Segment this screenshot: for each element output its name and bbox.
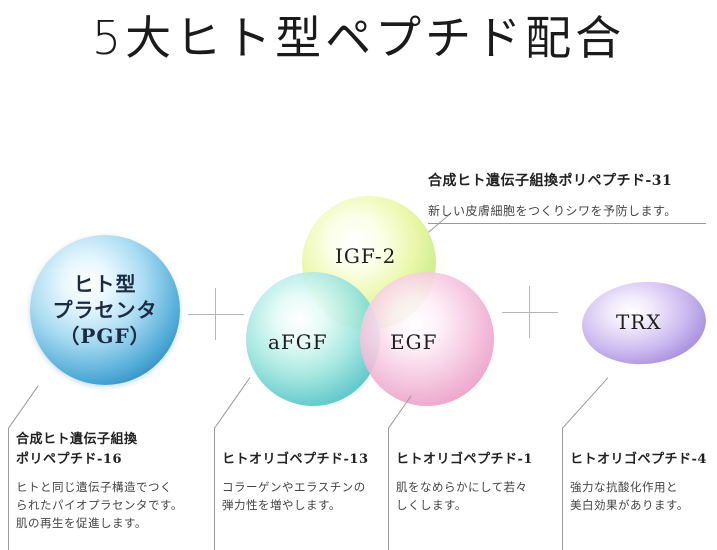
page-title: 5大ヒト型ペプチド配合 bbox=[91, 11, 626, 65]
igf-callout-heading: 合成ヒト遺伝子組換ポリペプチド-31 bbox=[428, 173, 673, 189]
igf-callout-description: 新しい皮膚細胞をつくりシワを予防します。 bbox=[428, 202, 706, 224]
afgf-label: aFGF bbox=[268, 330, 328, 354]
egf-bubble bbox=[360, 272, 494, 406]
column-description-line: 強力な抗酸化作用と bbox=[570, 480, 678, 494]
pgf-bubble: ヒト型 プラセンタ （PGF） bbox=[30, 235, 180, 385]
column-description-line: ヒトと同じ遺伝子構造でつく bbox=[16, 480, 172, 494]
column-heading: ヒトオリゴペプチド-1 bbox=[396, 450, 558, 470]
column-heading: 合成ヒト遺伝子組換 ポリペプチド-16 bbox=[16, 430, 208, 470]
plus-sign-2-horizontal bbox=[502, 312, 558, 313]
column-heading: ヒトオリゴペプチド-13 bbox=[222, 450, 386, 470]
plus-sign-1-vertical bbox=[215, 288, 216, 340]
column-divider bbox=[214, 428, 215, 550]
column-heading-line: ヒトオリゴペプチド-13 bbox=[222, 452, 369, 467]
pgf-label-line2: プラセンタ bbox=[52, 298, 158, 322]
column-description-line: 美白効果があります。 bbox=[570, 498, 689, 512]
column-description: コラーゲンやエラスチンの 弾力性を増やします。 bbox=[222, 478, 386, 514]
trx-label: TRX bbox=[616, 310, 662, 334]
column-pgf: 合成ヒト遺伝子組換 ポリペプチド-16 ヒトと同じ遺伝子構造でつく られたパイオ… bbox=[8, 428, 208, 550]
column-egf: ヒトオリゴペプチド-1 肌をなめらかにして若々 しくします。 bbox=[388, 428, 558, 550]
igf-label: IGF-2 bbox=[335, 244, 397, 268]
afgf-bubble bbox=[246, 272, 380, 406]
column-afgf: ヒトオリゴペプチド-13 コラーゲンやエラスチンの 弾力性を増やします。 bbox=[214, 428, 386, 550]
column-description: ヒトと同じ遺伝子構造でつく られたパイオプラセンタです。 肌の再生を促進します。 bbox=[16, 478, 208, 532]
column-divider bbox=[388, 428, 389, 550]
column-description-line: しくします。 bbox=[396, 498, 467, 512]
column-description-line: 肌をなめらかにして若々 bbox=[396, 480, 528, 494]
trx-leader-line bbox=[562, 377, 609, 429]
igf-callout: 合成ヒト遺伝子組換ポリペプチド-31 新しい皮膚細胞をつくりシワを予防します。 bbox=[428, 170, 717, 224]
pgf-label-line1: ヒト型 bbox=[73, 272, 137, 296]
column-description: 強力な抗酸化作用と 美白効果があります。 bbox=[570, 478, 717, 514]
column-description-line: コラーゲンやエラスチンの bbox=[222, 480, 366, 494]
column-trx: ヒトオリゴペプチド-4 強力な抗酸化作用と 美白効果があります。 bbox=[562, 428, 717, 550]
column-heading-line: ヒトオリゴペプチド-4 bbox=[570, 452, 707, 467]
pgf-label-line3: （PGF） bbox=[59, 324, 151, 348]
column-divider bbox=[562, 428, 563, 550]
plus-sign-2-vertical bbox=[529, 286, 530, 338]
column-description-line: られたパイオプラセンタです。 bbox=[16, 498, 183, 512]
column-description-line: 弾力性を増やします。 bbox=[222, 498, 341, 512]
column-heading-line: ポリペプチド-16 bbox=[16, 452, 122, 467]
column-divider bbox=[8, 428, 9, 550]
column-description: 肌をなめらかにして若々 しくします。 bbox=[396, 478, 558, 514]
pgf-leader-line bbox=[8, 385, 39, 429]
column-heading-line: 合成ヒト遺伝子組換 bbox=[16, 432, 138, 447]
column-description-line: 肌の再生を促進します。 bbox=[16, 516, 147, 530]
plus-sign-1-horizontal bbox=[188, 314, 244, 315]
egf-label: EGF bbox=[390, 330, 438, 354]
afgf-leader-line bbox=[214, 377, 251, 429]
column-heading: ヒトオリゴペプチド-4 bbox=[570, 450, 717, 470]
column-heading-line: ヒトオリゴペプチド-1 bbox=[396, 452, 533, 467]
